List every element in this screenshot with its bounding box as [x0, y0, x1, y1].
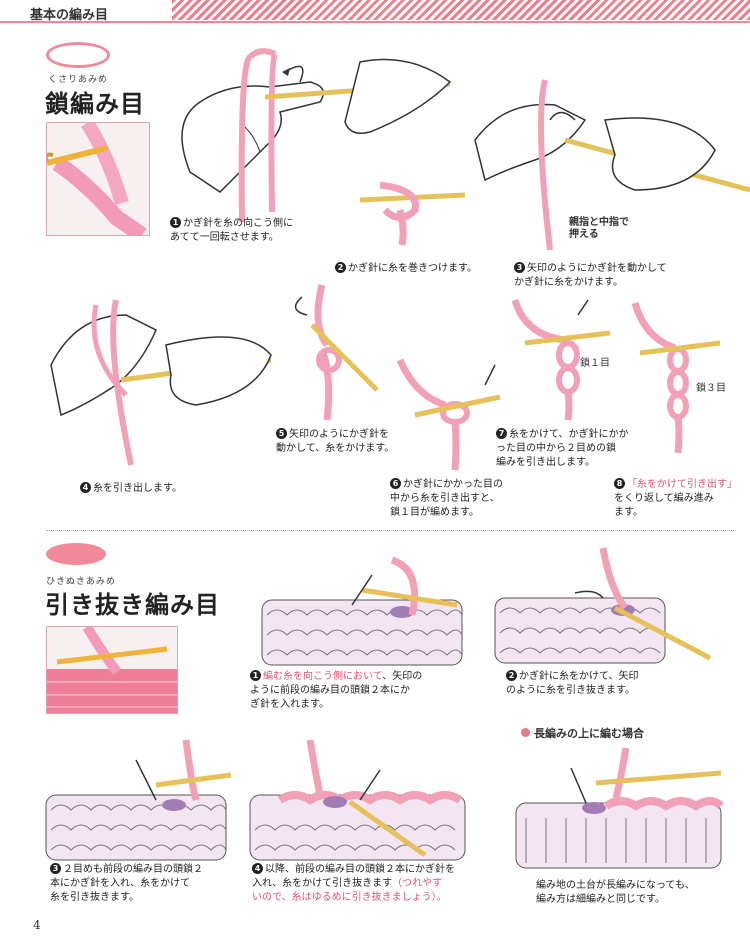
subsection-caption: 編み地の土台が長編みになっても、 編み方は細編みと同じです。 [536, 880, 695, 905]
section-divider [46, 530, 736, 531]
header-title: 基本の編み目 [30, 8, 109, 23]
s1-step8-caption: 8「糸をかけて引き出す」 をくり返して編み進み ます。 [614, 478, 737, 518]
step6-illustration [396, 358, 501, 471]
page-header: 基本の編み目 [0, 0, 750, 23]
label-chain3: 鎖３目 [696, 383, 726, 394]
header-rule [0, 21, 750, 23]
section2-oval [46, 543, 106, 565]
step5-illustration [294, 284, 379, 421]
section1-title: 鎖編み目 [45, 89, 145, 118]
section2-title: 引き抜き編み目 [45, 590, 220, 619]
step7-illustration [511, 298, 611, 421]
subsection-heading: 長編みの上に編む場合 [521, 728, 644, 740]
s1-step6-num: 6 [390, 478, 401, 489]
s1-step1-num: 1 [170, 217, 181, 228]
s1-step3-num: 3 [514, 262, 525, 273]
section2-ruby: ひきぬきあみめ [46, 577, 116, 587]
s2-step3-num: 3 [50, 863, 61, 874]
step8-illustration [631, 301, 721, 454]
label-fingers: 親指と中指で 押える [569, 217, 629, 240]
step3-illustration [474, 79, 750, 251]
s1-step5-num: 5 [276, 428, 287, 439]
s1-step2-num: 2 [335, 262, 346, 273]
s2-step1-illustration [261, 556, 463, 666]
s2-step2-num: 2 [506, 670, 517, 681]
subsection-illustration [515, 747, 724, 869]
chain-stitch-photo [46, 122, 150, 236]
s2-step2-illustration [494, 547, 712, 664]
step4-illustration [50, 299, 272, 466]
s1-step4-num: 4 [80, 482, 91, 493]
s1-step8-num: 8 [614, 478, 625, 489]
s2-step4-illustration [249, 739, 466, 861]
step2-illustration [359, 181, 466, 246]
s2-step4-num: 4 [252, 863, 263, 874]
s2-step1-num: 1 [250, 670, 261, 681]
section1-oval [46, 42, 110, 68]
subsection-bullet [521, 728, 530, 737]
page-number: 4 [33, 918, 41, 932]
s1-step7-num: 7 [496, 428, 507, 439]
slip-stitch-photo [46, 626, 178, 714]
slip-photo-image [47, 627, 177, 713]
section1-ruby: くさりあみめ [48, 75, 109, 85]
step1-illustration [181, 48, 452, 223]
s2-step3-illustration [45, 739, 232, 861]
label-chain1: 鎖１目 [580, 358, 610, 369]
chain-photo-image [47, 123, 147, 235]
header-stripes [172, 0, 750, 20]
